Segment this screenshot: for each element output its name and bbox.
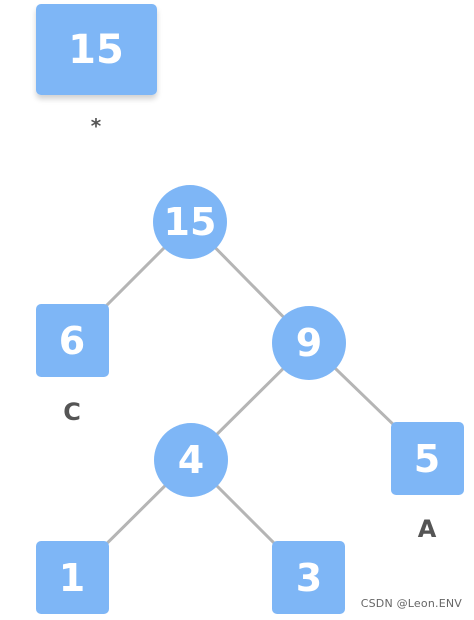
node-leaf-6-box: [36, 304, 109, 377]
node-internal-4-circle: [154, 423, 228, 497]
node-leaf-1-value: 1: [59, 556, 85, 600]
node-leaf-1-box: [36, 541, 109, 614]
node-internal-9-value: 9: [296, 321, 322, 365]
tag-a: A: [418, 515, 437, 543]
node-internal-4: 4: [154, 423, 228, 497]
node-leaf-5: 5: [391, 422, 464, 495]
node-leaf-3-value: 3: [296, 556, 322, 600]
node-leaf-6-value: 6: [59, 319, 85, 363]
tag-c: C: [63, 398, 81, 426]
legend-marker: *: [91, 114, 102, 138]
legend-node-value: 15: [68, 27, 124, 73]
node-root-circle: [153, 185, 227, 259]
node-leaf-5-box: [391, 422, 464, 495]
node-internal-9: 9: [272, 306, 346, 380]
tree-edges: [70, 220, 430, 580]
node-leaf-3-box: [272, 541, 345, 614]
node-root: 15: [153, 185, 227, 259]
node-root-value: 15: [164, 200, 217, 244]
node-leaf-3: 3: [272, 541, 345, 614]
node-leaf-1: 1: [36, 541, 109, 614]
csdn-watermark: CSDN @Leon.ENV: [360, 597, 462, 610]
legend-node-box: [36, 4, 157, 95]
node-leaf-6: 6: [36, 304, 109, 377]
node-leaf-5-value: 5: [414, 437, 440, 481]
node-internal-4-value: 4: [178, 438, 204, 482]
node-internal-9-circle: [272, 306, 346, 380]
legend-node: 15: [36, 4, 157, 95]
